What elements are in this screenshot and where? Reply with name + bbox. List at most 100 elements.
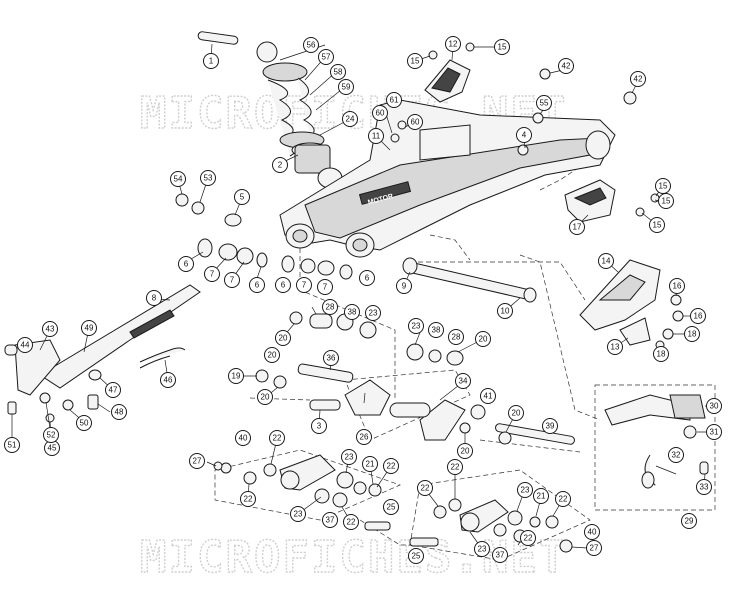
callout-23e[interactable]: 23 [517, 482, 533, 498]
callout-33[interactable]: 33 [696, 479, 712, 495]
callout-43[interactable]: 43 [42, 321, 58, 337]
svg-text:15: 15 [498, 43, 507, 52]
callout-20a[interactable]: 20 [275, 330, 291, 346]
callout-26[interactable]: 26 [356, 429, 372, 445]
callout-24[interactable]: 24 [342, 111, 358, 127]
callout-60a[interactable]: 60 [372, 105, 388, 121]
callout-44[interactable]: 44 [17, 337, 33, 353]
callout-25b[interactable]: 25 [408, 548, 424, 564]
callout-22b[interactable]: 22 [240, 491, 256, 507]
callout-27b[interactable]: 27 [586, 540, 602, 556]
callout-11[interactable]: 11 [368, 128, 384, 144]
callout-22d[interactable]: 22 [343, 514, 359, 530]
callout-57[interactable]: 57 [318, 49, 334, 65]
callout-46[interactable]: 46 [160, 372, 176, 388]
callout-22e[interactable]: 22 [417, 480, 433, 496]
callout-22h[interactable]: 22 [520, 530, 536, 546]
callout-34[interactable]: 34 [455, 373, 471, 389]
callout-37b[interactable]: 37 [492, 547, 508, 563]
callout-9[interactable]: 9 [396, 278, 412, 294]
callout-18a[interactable]: 18 [684, 326, 700, 342]
callout-45[interactable]: 45 [44, 440, 60, 456]
callout-37a[interactable]: 37 [322, 512, 338, 528]
callout-15a[interactable]: 15 [407, 53, 423, 69]
callout-22g[interactable]: 22 [555, 491, 571, 507]
callout-13[interactable]: 13 [607, 339, 623, 355]
callout-21a[interactable]: 21 [362, 456, 378, 472]
callout-38b[interactable]: 38 [428, 322, 444, 338]
callout-23a[interactable]: 23 [365, 305, 381, 321]
callout-38a[interactable]: 38 [344, 304, 360, 320]
callout-7c[interactable]: 7 [296, 277, 312, 293]
callout-47[interactable]: 47 [105, 382, 121, 398]
callout-61[interactable]: 61 [386, 92, 402, 108]
callout-52[interactable]: 52 [43, 427, 59, 443]
callout-59[interactable]: 59 [338, 79, 354, 95]
callout-15c[interactable]: 15 [655, 178, 671, 194]
callout-6[interactable]: 6 [178, 256, 194, 272]
svg-text:20: 20 [512, 409, 521, 418]
callout-7b[interactable]: 7 [224, 272, 240, 288]
callout-23d[interactable]: 23 [290, 506, 306, 522]
callout-3[interactable]: 3 [311, 418, 327, 434]
callout-23b[interactable]: 23 [408, 318, 424, 334]
callout-31[interactable]: 31 [706, 424, 722, 440]
callout-54[interactable]: 54 [170, 171, 186, 187]
callout-32[interactable]: 32 [668, 447, 684, 463]
callout-12[interactable]: 12 [445, 36, 461, 52]
callout-39[interactable]: 39 [542, 418, 558, 434]
callout-6c[interactable]: 6 [275, 277, 291, 293]
callout-6d[interactable]: 6 [359, 270, 375, 286]
callout-15d[interactable]: 15 [658, 193, 674, 209]
callout-48[interactable]: 48 [111, 404, 127, 420]
callout-21b[interactable]: 21 [533, 488, 549, 504]
callout-20e[interactable]: 20 [508, 405, 524, 421]
callout-20b[interactable]: 20 [264, 347, 280, 363]
callout-20f[interactable]: 20 [457, 443, 473, 459]
callout-23f[interactable]: 23 [474, 541, 490, 557]
callout-2[interactable]: 2 [272, 157, 288, 173]
callout-27a[interactable]: 27 [189, 453, 205, 469]
callout-55[interactable]: 55 [536, 95, 552, 111]
callout-28a[interactable]: 28 [322, 299, 338, 315]
callout-40b[interactable]: 40 [584, 524, 600, 540]
callout-30[interactable]: 30 [706, 398, 722, 414]
callout-7[interactable]: 7 [204, 266, 220, 282]
callout-10[interactable]: 10 [497, 303, 513, 319]
callout-17[interactable]: 17 [569, 219, 585, 235]
callout-53[interactable]: 53 [200, 170, 216, 186]
callout-16a[interactable]: 16 [669, 278, 685, 294]
callout-51[interactable]: 51 [4, 437, 20, 453]
callout-5[interactable]: 5 [234, 189, 250, 205]
callout-49[interactable]: 49 [81, 320, 97, 336]
callout-29[interactable]: 29 [681, 513, 697, 529]
callout-15e[interactable]: 15 [649, 217, 665, 233]
callout-18b[interactable]: 18 [653, 346, 669, 362]
callout-50[interactable]: 50 [76, 415, 92, 431]
callout-22f[interactable]: 22 [447, 459, 463, 475]
callout-20d[interactable]: 20 [475, 331, 491, 347]
callout-1[interactable]: 1 [203, 53, 219, 69]
callout-28b[interactable]: 28 [448, 329, 464, 345]
callout-60b[interactable]: 60 [407, 114, 423, 130]
callout-41[interactable]: 41 [480, 388, 496, 404]
callout-15b[interactable]: 15 [494, 39, 510, 55]
callout-25a[interactable]: 25 [383, 499, 399, 515]
callout-42a[interactable]: 42 [558, 58, 574, 74]
callout-6b[interactable]: 6 [249, 277, 265, 293]
callout-19[interactable]: 19 [228, 368, 244, 384]
callout-40a[interactable]: 40 [235, 430, 251, 446]
callout-8[interactable]: 8 [146, 290, 162, 306]
callout-56[interactable]: 56 [303, 37, 319, 53]
callout-16b[interactable]: 16 [690, 308, 706, 324]
callout-14[interactable]: 14 [598, 253, 614, 269]
callout-4[interactable]: 4 [516, 127, 532, 143]
callout-36[interactable]: 36 [323, 350, 339, 366]
callout-7d[interactable]: 7 [317, 279, 333, 295]
callout-23c[interactable]: 23 [341, 449, 357, 465]
callout-22c[interactable]: 22 [383, 458, 399, 474]
callout-22a[interactable]: 22 [269, 430, 285, 446]
callout-20c[interactable]: 20 [257, 389, 273, 405]
callout-42b[interactable]: 42 [630, 71, 646, 87]
callout-58[interactable]: 58 [330, 64, 346, 80]
